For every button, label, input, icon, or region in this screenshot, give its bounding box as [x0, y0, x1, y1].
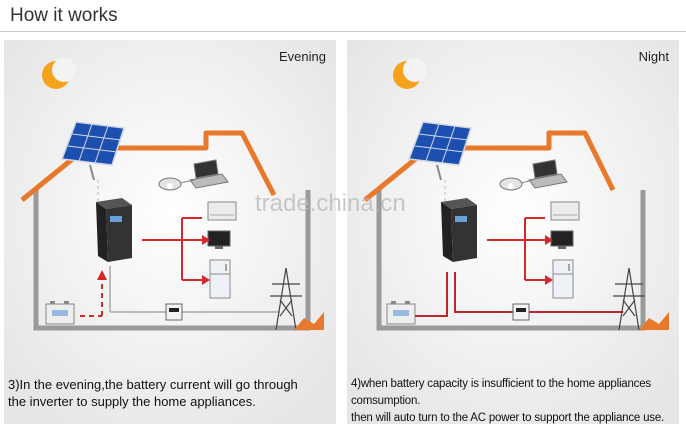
arrow-heads [202, 235, 210, 285]
panel-night: Night 4)when battery capacity is insuffi… [347, 40, 679, 424]
meter-icon [512, 303, 530, 321]
light-icon [499, 177, 534, 191]
panel-background [4, 40, 336, 424]
battery-icon [386, 301, 416, 325]
house-wall [376, 190, 646, 331]
watermark: trade.china.cn [255, 190, 406, 217]
fridge-icon [552, 259, 574, 299]
caption: 4)when battery capacity is insufficient … [351, 376, 677, 427]
power-tower-icon [613, 267, 645, 331]
flow-arrows [487, 217, 545, 281]
air-conditioner-icon [550, 201, 580, 221]
title-divider [0, 31, 686, 32]
period-label: Night [638, 49, 669, 64]
caption-line: then will auto turn to the AC power to s… [351, 412, 665, 424]
air-conditioner-icon [207, 201, 237, 221]
ac-supply-line [454, 272, 623, 313]
period-label: Evening [279, 49, 326, 64]
caption-line: 4)when battery capacity is insufficient … [351, 378, 651, 407]
laptop-icon [189, 159, 229, 189]
panel-evening: Evening 3)In the evening,the battery cur… [4, 40, 336, 424]
moon-icon [393, 58, 427, 89]
tv-icon [550, 230, 574, 249]
caption-line: 3)In the evening,the battery current wil… [8, 377, 298, 392]
battery-icon [45, 301, 75, 325]
inverter-icon [96, 198, 132, 262]
battery-flow [415, 272, 448, 317]
caption: 3)In the evening,the battery current wil… [8, 376, 334, 410]
caption-line: the inverter to supply the home applianc… [8, 394, 256, 409]
light-icon [158, 177, 195, 191]
night-diagram [347, 40, 679, 424]
evening-diagram [4, 40, 336, 424]
arrow-heads [545, 235, 553, 285]
power-plant-flame [294, 312, 324, 330]
panel-background [347, 40, 679, 424]
battery-arrow-head [97, 270, 107, 280]
solar-panel-icon [60, 121, 125, 181]
page-title: How it works [10, 5, 118, 26]
tv-icon [207, 230, 231, 249]
meter-icon [165, 303, 183, 321]
house-wall [33, 190, 311, 331]
flow-arrows [142, 217, 202, 281]
solar-panel-icon [407, 121, 472, 181]
battery-flow [80, 278, 103, 317]
power-plant-flame [639, 312, 669, 330]
fridge-icon [209, 259, 231, 299]
moon-icon [42, 58, 76, 89]
laptop-icon [528, 159, 568, 189]
inverter-icon [441, 198, 477, 262]
power-tower-icon [270, 267, 302, 331]
